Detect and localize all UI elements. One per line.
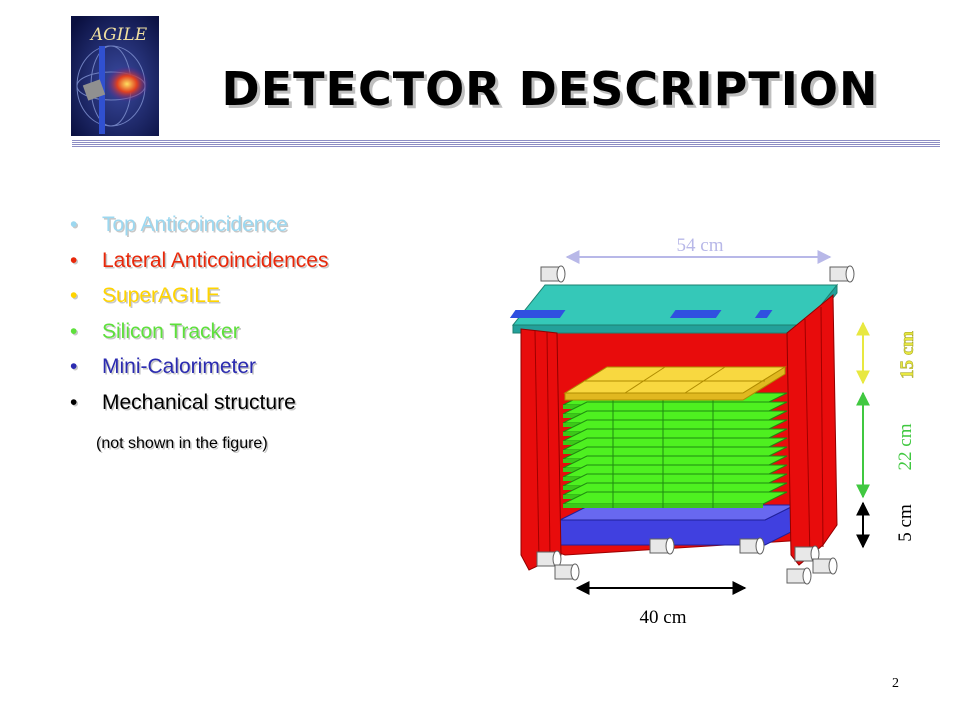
support-foot-cap (802, 567, 812, 585)
list-item-mechanical-structure: • Mechanical structure (70, 392, 328, 428)
support-foot-cap (665, 537, 675, 555)
detector-diagram: 54 cm 40 cm 15 cm 22 cm 5 cm (509, 235, 918, 628)
support-foot-cap (570, 563, 580, 581)
list-item-top-anticoincidence: • Top Anticoincidence (70, 214, 328, 250)
top-anticoincidence (509, 283, 839, 334)
bullet-icon: • (70, 319, 78, 343)
width-bottom-label: 40 cm (640, 607, 687, 628)
component-list: • Top Anticoincidence • Lateral Anticoinci… (70, 214, 328, 428)
height-top-label: 15 cm (897, 331, 918, 379)
agile-logo: AGILE (71, 16, 159, 136)
list-item-text: Mini-Calorimeter (102, 355, 257, 379)
page-title: DETECTOR DESCRIPTION (221, 62, 879, 116)
height-bottom-label: 5 cm (895, 504, 916, 542)
bullet-icon: • (70, 355, 78, 379)
bullet-icon: • (70, 284, 78, 308)
logo-text: AGILE (89, 25, 148, 45)
width-top-label: 54 cm (677, 235, 724, 256)
list-item-lateral-anticoincidences: • Lateral Anticoincidences (70, 250, 328, 286)
list-item-superagile: • SuperAGILE (70, 285, 328, 321)
bullet-icon: • (70, 390, 78, 414)
list-item-silicon-tracker: • Silicon Tracker (70, 321, 328, 357)
detector-figure: 54 cm 40 cm 15 cm 22 cm 5 cm (505, 225, 925, 635)
support-feet (536, 265, 855, 585)
bullet-note: (not shown in the figure) (96, 435, 268, 452)
title-divider (72, 140, 940, 147)
silicon-tracker (562, 392, 788, 508)
support-foot-cap (556, 265, 566, 283)
support-foot-cap (828, 557, 838, 575)
height-middle-label: 22 cm (895, 423, 916, 470)
list-item-text: Silicon Tracker (102, 319, 240, 343)
superagile (563, 366, 787, 401)
list-item-text: Lateral Anticoincidences (102, 248, 329, 272)
bullet-icon: • (70, 248, 78, 272)
list-item-text: Mechanical structure (102, 390, 296, 414)
support-foot-cap (755, 537, 765, 555)
bullet-icon: • (70, 213, 78, 236)
list-item-text: SuperAGILE (102, 284, 220, 308)
page-number: 2 (892, 676, 899, 691)
lateral-anticoincidence-left (520, 328, 562, 571)
support-foot-cap (845, 265, 855, 283)
tracker-plane (562, 491, 788, 505)
list-item-text: Top Anticoincidence (102, 213, 288, 236)
agile-logo-image: AGILE (71, 16, 159, 136)
lateral-anticoincidence-right (786, 293, 838, 566)
list-item-mini-calorimeter: • Mini-Calorimeter (70, 356, 328, 392)
